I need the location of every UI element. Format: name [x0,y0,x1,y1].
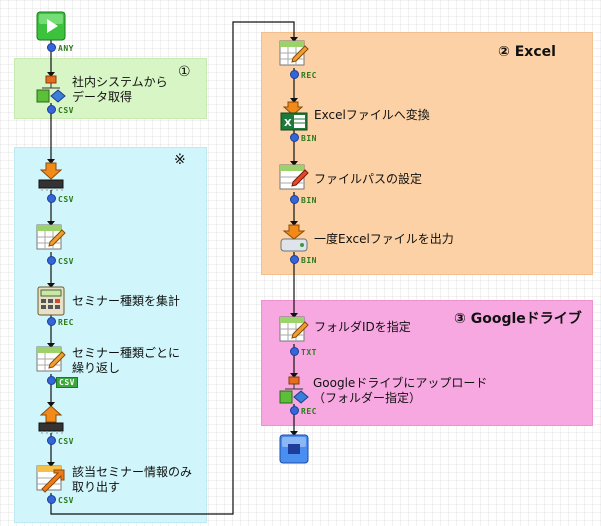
output-port-dot[interactable] [47,256,56,265]
excel-convert-node[interactable]: X [279,101,309,131]
aggregate-node[interactable] [36,286,66,316]
start-node[interactable] [36,11,66,41]
extract-caption: 該当セミナー情報のみ 取り出す [72,465,193,494]
fetch-node[interactable] [36,75,66,105]
region-1-label: ① [178,64,191,80]
output-port-dot[interactable] [47,43,56,52]
output-port-dot[interactable] [47,105,56,114]
calculator-icon [37,286,65,316]
port-tag-rec: REC [301,71,317,80]
region-3-label: ③ Googleドライブ [454,311,582,327]
end-node[interactable] [279,434,309,464]
folder-id-node[interactable] [279,316,309,346]
convert-csv-node[interactable] [36,162,66,192]
output-port-dot[interactable] [290,133,299,142]
port-tag-csv: CSV [58,437,74,446]
chip-convert-icon [38,162,64,191]
output-temp-caption: 一度Excelファイルを出力 [314,232,454,246]
gdrive-upload-caption: Googleドライブにアップロード （フォルダー指定） [313,376,488,405]
path-edit-icon [279,164,309,190]
start-play-icon [36,11,66,41]
folder-id-caption: フォルダIDを指定 [314,320,411,334]
drive-output-icon [280,224,308,252]
set-path-caption: ファイルパスの設定 [314,172,423,186]
loop-node[interactable] [36,346,66,376]
output-port-dot[interactable] [290,70,299,79]
port-tag-bin: BIN [301,256,317,265]
port-tag-csv-loop: CSV [56,377,78,388]
output-temp-node[interactable] [279,224,309,254]
port-tag-bin: BIN [301,134,317,143]
port-tag-any: ANY [58,44,74,53]
port-tag-txt: TXT [301,348,317,357]
rec-edit-node[interactable] [279,40,309,70]
excel-convert-caption: Excelファイルへ変換 [314,108,430,122]
loop-caption: セミナー種類ごとに 繰り返し [72,346,181,375]
table-csv-node[interactable] [36,224,66,254]
port-tag-csv: CSV [58,496,74,505]
port-tag-csv: CSV [58,106,74,115]
port-tag-rec: REC [301,407,317,416]
table-edit-icon [36,224,66,250]
port-tag-rec: REC [58,318,74,327]
excel-icon: X [280,101,308,131]
output-port-dot[interactable] [290,406,299,415]
chip-upload-icon [38,405,64,434]
table-edit-icon [279,40,309,66]
extract-node[interactable] [36,465,66,495]
port-tag-bin: BIN [301,196,317,205]
end-stop-icon [279,434,309,464]
fetch-caption: 社内システムから データ取得 [72,75,168,104]
svg-text:X: X [284,118,292,129]
region-2-label: ② Excel [498,44,556,60]
loop-icon [36,346,66,372]
system-fetch-icon [36,75,66,103]
port-tag-csv: CSV [58,257,74,266]
output-port-dot[interactable] [47,376,56,385]
gdrive-upload-node[interactable] [279,376,309,406]
set-path-node[interactable] [279,164,309,194]
output-port-dot[interactable] [290,195,299,204]
system-upload-icon [279,376,309,404]
output-port-dot[interactable] [47,436,56,445]
extract-icon [36,465,65,493]
region-2-excel [261,32,593,275]
output-port-dot[interactable] [47,317,56,326]
port-tag-csv: CSV [58,195,74,204]
aggregate-caption: セミナー種類を集計 [72,294,181,308]
output-port-dot[interactable] [47,194,56,203]
region-3-google-drive [261,300,593,426]
upload-chip-node[interactable] [36,405,66,435]
output-port-dot[interactable] [290,255,299,264]
output-port-dot[interactable] [47,495,56,504]
region-note-label: ※ [174,152,186,168]
table-edit-icon [279,316,309,342]
output-port-dot[interactable] [290,347,299,356]
